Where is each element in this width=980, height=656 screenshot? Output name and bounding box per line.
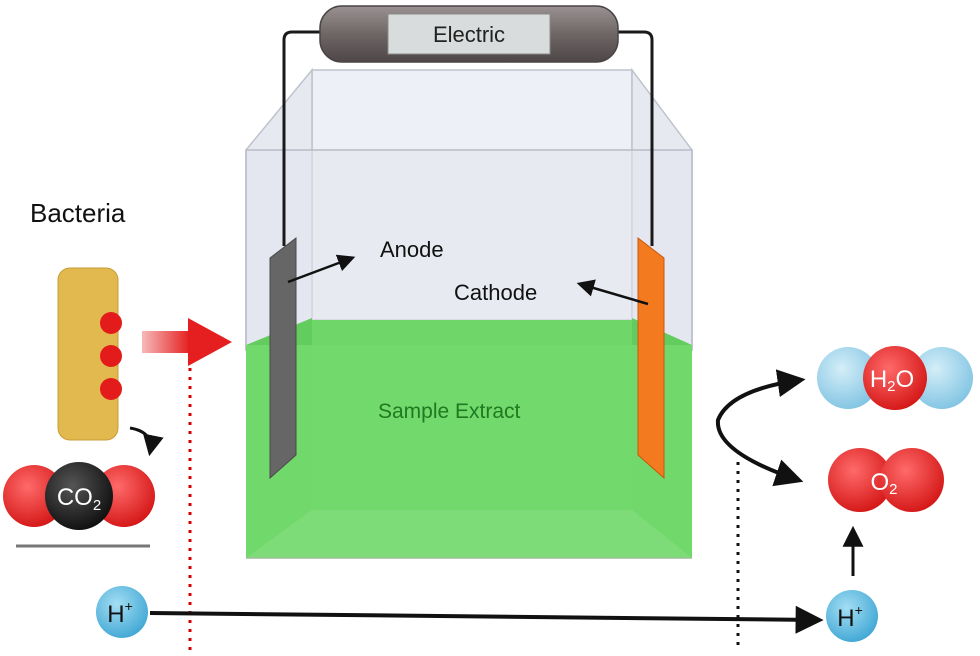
bacterium-dot: [100, 345, 122, 367]
bacterium: [57, 267, 122, 441]
h2o-molecule: H2O: [817, 346, 973, 410]
anode-electrode: [269, 236, 297, 480]
anode-label: Anode: [380, 237, 444, 262]
proton-right-formula: H+: [837, 602, 863, 632]
bacteria-label: Bacteria: [30, 198, 126, 228]
proton-transport-arrow: [149, 605, 824, 634]
sample-extract-label: Sample Extract: [378, 400, 521, 423]
sample-liquid: [246, 318, 692, 559]
bacteria-to-co2-arrow: [129, 426, 164, 457]
cathode-wire: [612, 30, 654, 246]
h2o-formula: H2O: [870, 366, 914, 395]
cathode-label: Cathode: [454, 280, 537, 305]
o2-atom-right: [880, 448, 944, 512]
o2-formula: O2: [870, 469, 897, 498]
glass-tank: [245, 67, 693, 352]
co2-carbon: [45, 462, 113, 530]
h2o-hydrogen-right: [911, 347, 973, 409]
anode-pointer-arrow: [287, 254, 356, 284]
electric-label-box: [387, 13, 551, 55]
electric-label: Electric: [433, 22, 505, 47]
o2-atom-left: [828, 448, 892, 512]
cathode-pointer-arrow: [576, 279, 649, 306]
proton-left: H+: [96, 586, 148, 638]
co2-molecule: CO2: [3, 462, 155, 530]
h2o-oxygen: [863, 346, 927, 410]
split-curved-arrow: [715, 369, 806, 487]
proton-right: H+: [826, 590, 878, 642]
bacterium-dot: [100, 378, 122, 400]
liquid-front: [246, 345, 692, 558]
bacteria-to-tank-arrow: [142, 318, 232, 366]
o2-molecule: O2: [828, 448, 944, 512]
proton-left-formula: H+: [107, 598, 133, 628]
bacterium-dot: [100, 312, 122, 334]
anode-wire: [282, 30, 326, 246]
co2-formula: CO2: [57, 484, 101, 514]
electric-resistor: Electric: [319, 5, 619, 63]
cathode-electrode: [637, 236, 665, 480]
h2o-hydrogen-left: [817, 347, 879, 409]
